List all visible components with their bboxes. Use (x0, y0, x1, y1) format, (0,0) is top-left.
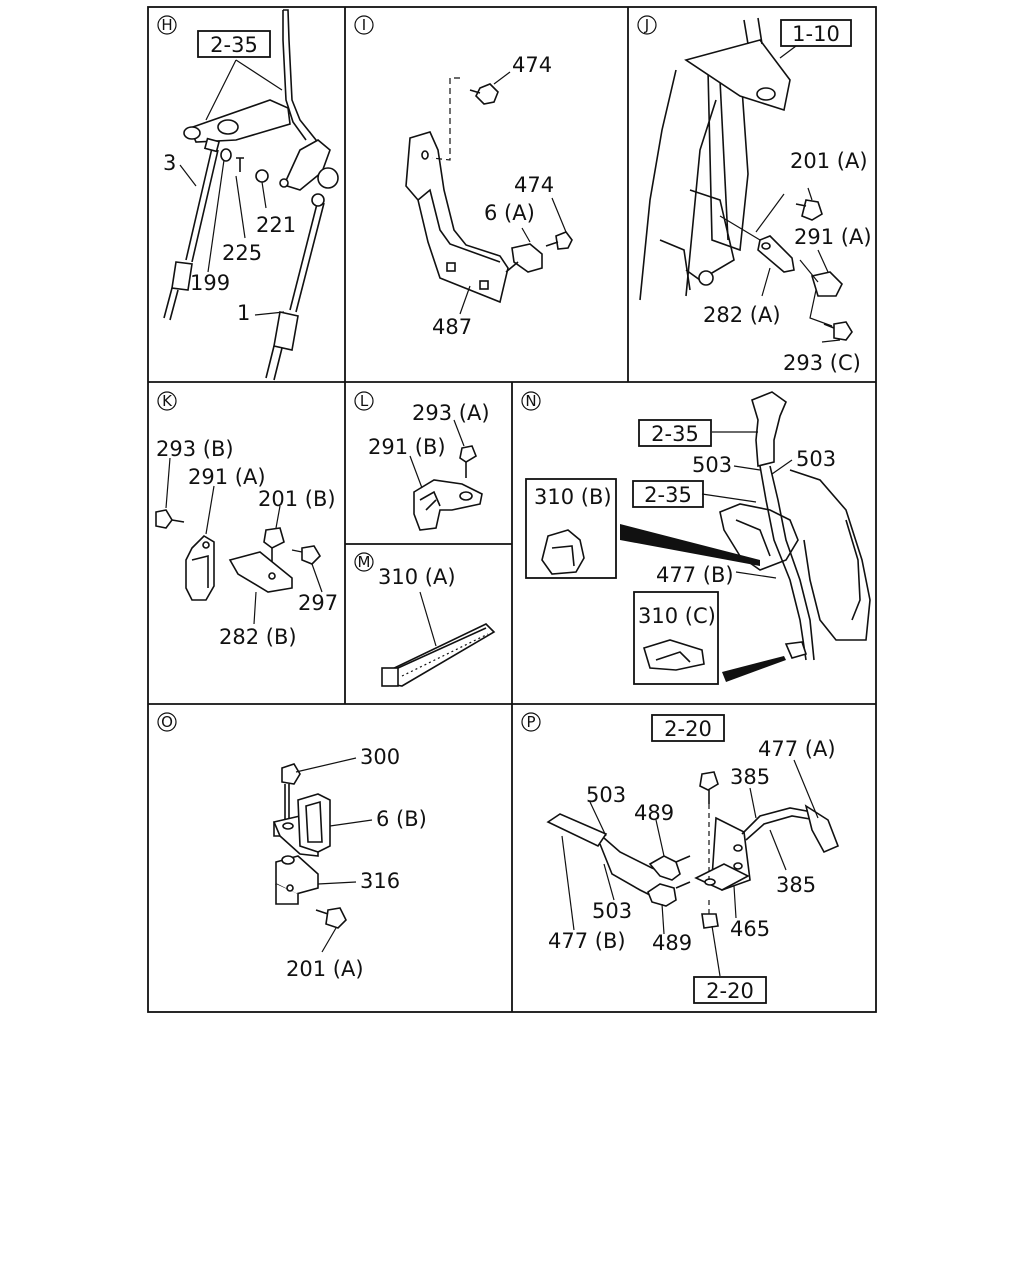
label-p-503b: 503 (592, 899, 632, 923)
panel-o-drawing (272, 757, 373, 953)
panel-j-ref-box (780, 19, 852, 47)
panel-k-letter: K (157, 391, 177, 411)
svg-text:M: M (358, 553, 371, 571)
label-o-6b: 6 (B) (376, 807, 427, 831)
panel-j-letter: J (637, 15, 657, 35)
panel-k-drawing (155, 457, 323, 625)
label-p-ref2: 2-20 (706, 979, 754, 1003)
panel-o-letter: O (157, 712, 177, 732)
label-p-503a: 503 (586, 783, 626, 807)
label-h-ref: 2-35 (210, 33, 258, 57)
label-k-297: 297 (298, 591, 338, 615)
label-j-293c: 293 (C) (783, 351, 861, 375)
label-h-3: 3 (163, 151, 176, 175)
label-j-291a: 291 (A) (794, 225, 872, 249)
label-h-221: 221 (256, 213, 296, 237)
panel-p-drawing (546, 759, 840, 977)
label-k-291a: 291 (A) (188, 465, 266, 489)
svg-text:K: K (162, 392, 173, 410)
label-n-310b: 310 (B) (534, 485, 612, 509)
label-h-225: 225 (222, 241, 262, 265)
panel-l-drawing (409, 419, 483, 531)
label-l-291b: 291 (B) (368, 435, 446, 459)
svg-text:H: H (161, 16, 172, 34)
panel-h-letter: H (157, 15, 177, 35)
label-p-489a: 489 (634, 801, 674, 825)
label-p-ref1: 2-20 (664, 717, 712, 741)
label-i-487: 487 (432, 315, 472, 339)
label-p-385b: 385 (776, 873, 816, 897)
label-o-300: 300 (360, 745, 400, 769)
label-i-474a: 474 (512, 53, 552, 77)
panel-n-inset-310b (525, 478, 617, 579)
label-n-310c: 310 (C) (638, 604, 716, 628)
label-p-489b: 489 (652, 931, 692, 955)
label-l-293a: 293 (A) (412, 401, 490, 425)
panel-n-ref2-box (632, 480, 704, 508)
label-h-1: 1 (237, 301, 250, 325)
panel-p-ref1-box (651, 714, 725, 742)
label-p-477b: 477 (B) (548, 929, 626, 953)
label-k-201b: 201 (B) (258, 487, 336, 511)
panel-n-drawing (541, 391, 871, 682)
label-p-477a: 477 (A) (758, 737, 836, 761)
label-j-201a: 201 (A) (790, 149, 868, 173)
panel-m-drawing (381, 591, 496, 687)
panel-frames (147, 6, 877, 1013)
panel-m-letter: M (354, 552, 374, 572)
label-n-ref1: 2-35 (651, 422, 699, 446)
label-k-293b: 293 (B) (156, 437, 234, 461)
panel-i-drawing (405, 71, 573, 315)
label-o-316: 316 (360, 869, 400, 893)
label-n-503a: 503 (692, 453, 732, 477)
label-o-201a: 201 (A) (286, 957, 364, 981)
panel-h-drawing (163, 9, 339, 381)
label-j-ref: 1-10 (792, 22, 840, 46)
panel-i-letter: I (354, 15, 374, 35)
label-p-465: 465 (730, 917, 770, 941)
label-h-199: 199 (190, 271, 230, 295)
panel-n-letter: N (521, 391, 541, 411)
panel-n-inset-310c (633, 591, 719, 685)
panel-h-ref-box (197, 30, 271, 58)
label-n-477b: 477 (B) (656, 563, 734, 587)
svg-text:P: P (526, 713, 535, 731)
label-n-503b: 503 (796, 447, 836, 471)
panel-j-drawing (639, 17, 853, 343)
panel-n-ref1-box (638, 419, 712, 447)
svg-text:O: O (161, 713, 173, 731)
panel-l-letter: L (354, 391, 374, 411)
label-n-ref2: 2-35 (644, 483, 692, 507)
label-i-474b: 474 (514, 173, 554, 197)
svg-text:N: N (525, 392, 536, 410)
svg-text:I: I (362, 16, 366, 34)
label-i-6a: 6 (A) (484, 201, 535, 225)
svg-text:J: J (644, 16, 649, 34)
label-k-282b: 282 (B) (219, 625, 297, 649)
panel-p-ref2-box (693, 976, 767, 1004)
label-p-385a: 385 (730, 765, 770, 789)
panel-p-letter: P (521, 712, 541, 732)
label-m-310a: 310 (A) (378, 565, 456, 589)
svg-text:L: L (360, 392, 369, 410)
label-j-282a: 282 (A) (703, 303, 781, 327)
